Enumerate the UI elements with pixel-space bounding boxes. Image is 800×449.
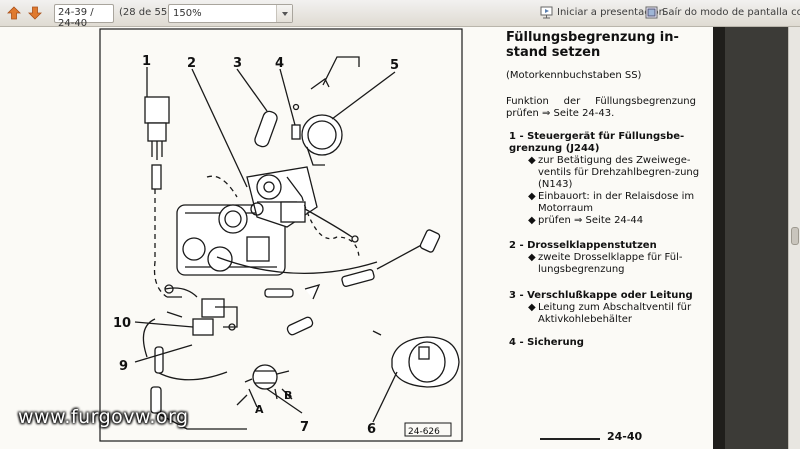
- page-count: (28 de 55): [119, 7, 172, 18]
- page-number-input[interactable]: 24-39 / 24-40: [54, 4, 114, 29]
- scrollbar-thumb[interactable]: [791, 227, 799, 245]
- vertical-scrollbar[interactable]: [788, 27, 800, 449]
- list-item: ◆Leitung zum Abschaltventil für Aktivkoh…: [528, 302, 692, 325]
- toolbar: 24-39 / 24-40 (28 de 55) 150% Iniciar a …: [0, 0, 800, 29]
- list-item: ◆zur Betätigung des Zweiwege-ventils für…: [528, 155, 700, 190]
- list-item: ◆zweite Drosselklappe für Fül-lungsbegre…: [528, 252, 683, 275]
- section-2: 2 - Drosselklappenstutzen ◆zweite Drosse…: [506, 240, 706, 276]
- previous-page-button[interactable]: [5, 4, 23, 22]
- section-title: 1 - Steuergerät für Füllungsbe-grenzung …: [509, 131, 685, 154]
- diagram-arrow-b: B: [284, 389, 292, 402]
- section-1: 1 - Steuergerät für Füllungsbe-grenzung …: [506, 131, 706, 227]
- diagram-arrow-a: A: [255, 403, 264, 416]
- presentation-icon: [540, 6, 553, 19]
- diagram-label-5: 5: [390, 58, 399, 73]
- diagram-ref-code: 24-626: [408, 427, 440, 437]
- next-page-button[interactable]: [26, 4, 44, 22]
- exit-fullscreen-label: Saír do modo de pantalla completa: [662, 7, 800, 18]
- zoom-value: 150%: [173, 8, 202, 19]
- diagram-label-1: 1: [142, 54, 151, 69]
- page-number: 24-40: [607, 430, 643, 443]
- site-watermark: www.furgovw.org: [18, 406, 189, 428]
- document-viewer: 1 2 3 4 5 6 7 9 10 A B 24-626 Füllungsbe…: [0, 27, 800, 449]
- intro-paragraph: Funktion der Füllungsbegrenzung prüfen ⇒…: [506, 96, 696, 119]
- parts-diagram: 1 2 3 4 5 6 7 9 10 A B 24-626: [99, 28, 463, 442]
- diagram-label-2: 2: [187, 56, 196, 71]
- arrow-down-icon: [28, 6, 42, 20]
- page-title: Füllungsbegrenzung in-stand setzen: [506, 30, 679, 60]
- document-page: 1 2 3 4 5 6 7 9 10 A B 24-626 Füllungsbe…: [0, 27, 713, 449]
- start-presentation-button[interactable]: Iniciar a presentación: [540, 6, 665, 19]
- section-4: 4 - Sicherung: [506, 337, 706, 349]
- section-3: 3 - Verschlußkappe oder Leitung ◆Leitung…: [506, 290, 706, 326]
- footer-rule: [540, 438, 600, 440]
- page-edge: [713, 27, 725, 449]
- start-presentation-label: Iniciar a presentación: [557, 7, 665, 18]
- zoom-select[interactable]: 150%: [168, 4, 293, 23]
- list-item: ◆prüfen ⇒ Seite 24-44: [528, 215, 644, 226]
- exit-fullscreen-icon: [645, 6, 658, 19]
- diagram-label-7: 7: [300, 420, 309, 435]
- section-title: 4 - Sicherung: [509, 337, 584, 348]
- diagram-label-10: 10: [113, 316, 131, 331]
- diagram-label-6: 6: [367, 422, 376, 437]
- arrow-up-icon: [7, 6, 21, 20]
- diagram-label-9: 9: [119, 359, 128, 374]
- section-title: 2 - Drosselklappenstutzen: [509, 240, 657, 251]
- diagram-label-3: 3: [233, 56, 242, 71]
- engine-code-note: (Motorkennbuchstaben SS): [506, 70, 642, 81]
- section-title: 3 - Verschlußkappe oder Leitung: [509, 290, 693, 301]
- exit-fullscreen-button[interactable]: Saír do modo de pantalla completa: [645, 6, 800, 19]
- list-item: ◆Einbauort: in der Relaisdose im Motorra…: [528, 191, 695, 214]
- diagram-label-4: 4: [275, 56, 284, 71]
- chevron-down-icon: [276, 5, 292, 22]
